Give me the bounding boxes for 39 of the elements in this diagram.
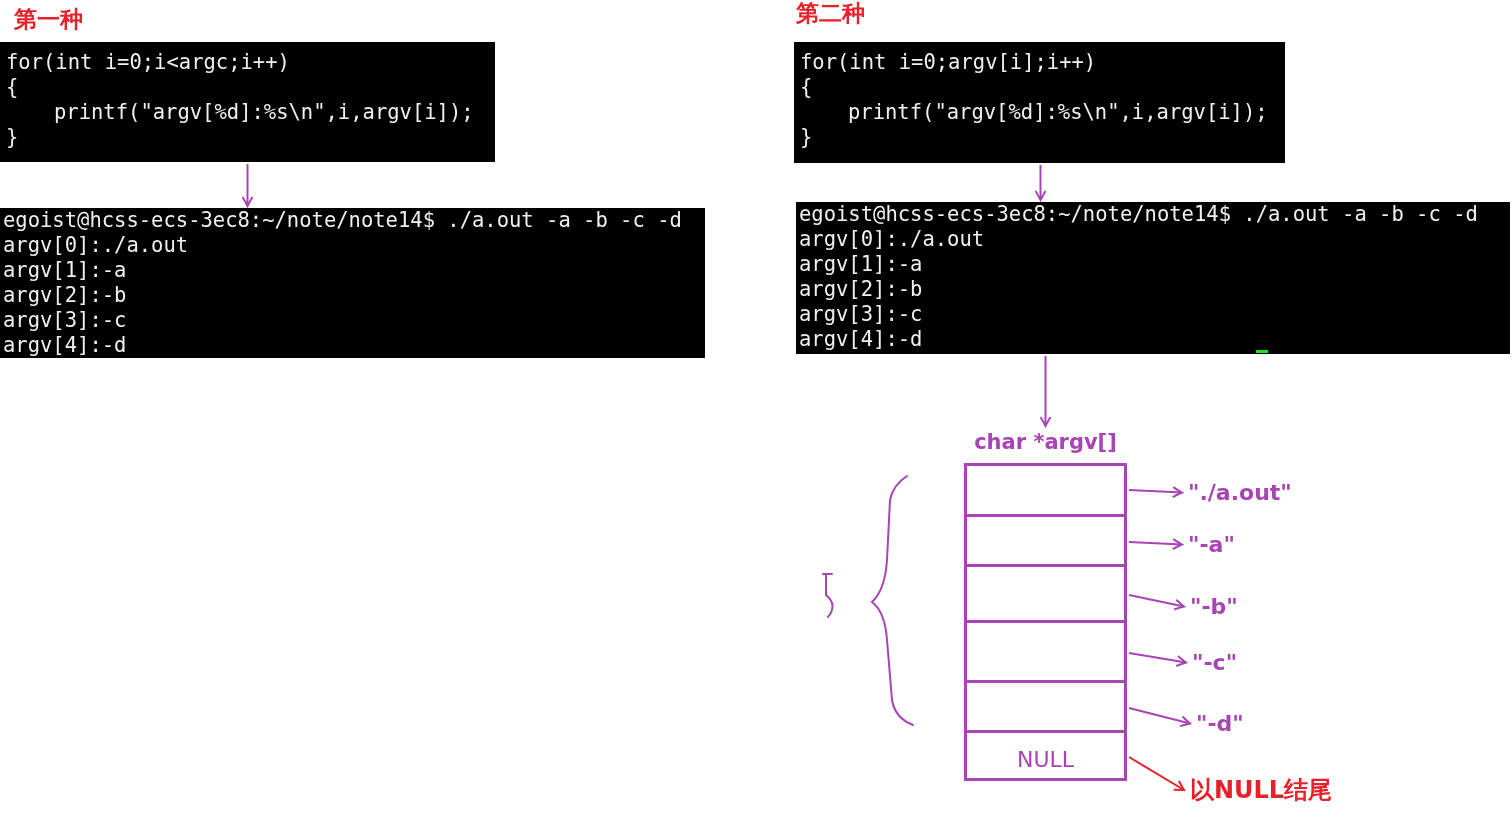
null-cell: NULL <box>964 733 1127 781</box>
code-block <box>0 42 495 162</box>
terminal-line: argv[4]:-d <box>799 327 923 352</box>
section-heading: 第二种 <box>796 0 865 28</box>
array-cell <box>964 517 1127 567</box>
code-line: for(int i=0;i<argc;i++) <box>6 50 290 75</box>
terminal-line: argv[4]:-d <box>3 333 127 358</box>
terminal-line: egoist@hcss-ecs-3ec8:~/note/note14$ ./a.out -a -b -c -d <box>3 208 682 233</box>
terminal-window <box>796 202 1510 354</box>
terminal-line: argv[0]:./a.out <box>3 233 189 258</box>
terminal-line: argv[1]:-a <box>3 258 127 283</box>
code-line: } <box>6 125 19 150</box>
array-cell <box>964 567 1127 623</box>
terminal-line: argv[2]:-b <box>3 283 127 308</box>
terminal-window <box>0 208 705 358</box>
code-line: printf("argv[%d]:%s\n",i,argv[i]); <box>54 100 474 125</box>
terminal-line: argv[1]:-a <box>799 252 923 277</box>
section-heading: 第一种 <box>14 5 83 34</box>
terminal-line: argv[0]:./a.out <box>799 227 985 252</box>
code-line: { <box>800 75 813 100</box>
terminal-line: argv[3]:-c <box>799 302 923 327</box>
terminal-line: egoist@hcss-ecs-3ec8:~/note/note14$ ./a.out -a -b -c -d <box>799 202 1478 227</box>
terminal-line: argv[3]:-c <box>3 308 127 333</box>
array-cell <box>964 683 1127 733</box>
array-label: char *argv[] <box>973 429 1118 456</box>
string-label: "-c" <box>1192 650 1238 675</box>
note-label: 以NULL结尾 <box>1190 774 1333 806</box>
terminal-line: argv[2]:-b <box>799 277 923 302</box>
code-line: } <box>800 125 813 150</box>
string-label: "./a.out" <box>1188 480 1292 505</box>
string-label: "-b" <box>1190 594 1238 619</box>
string-label: "-d" <box>1196 711 1244 736</box>
code-line: { <box>6 75 19 100</box>
code-line: for(int i=0;argv[i];i++) <box>800 50 1097 75</box>
code-block <box>794 42 1285 163</box>
code-line: printf("argv[%d]:%s\n",i,argv[i]); <box>848 100 1268 125</box>
string-label: "-a" <box>1188 532 1235 557</box>
array-cell <box>964 463 1127 517</box>
array-cell <box>964 623 1127 683</box>
